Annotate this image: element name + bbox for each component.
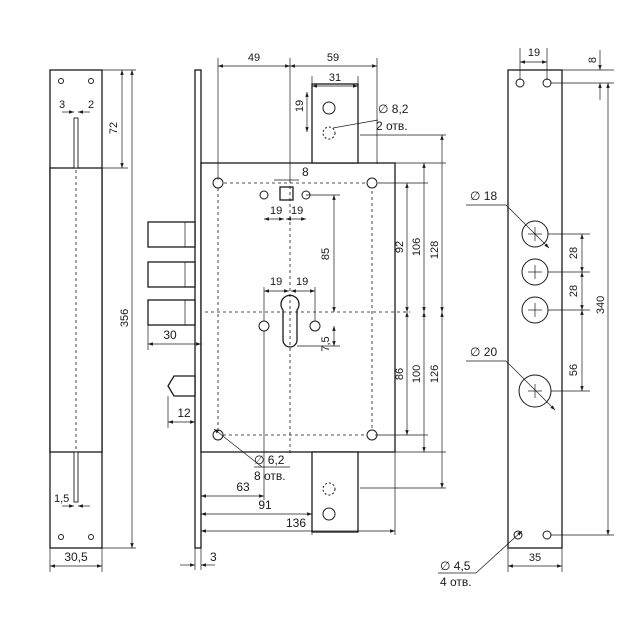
dim-30: 30 (163, 328, 177, 342)
dim-28a: 28 (568, 247, 580, 259)
dim-19-top: 19 (294, 100, 306, 112)
bottom-tab (311, 451, 359, 533)
dim-136: 136 (286, 516, 306, 530)
screw-hole (88, 78, 94, 84)
tab-hole (322, 126, 336, 140)
latch-bolt (167, 375, 196, 397)
strike-plate-view: 19 8 340 28 28 56 ∅ 18 ∅ 20 ∅ 4,5 4 отв. (438, 47, 614, 589)
dim-2: 2 (88, 99, 94, 111)
dim-91: 91 (258, 498, 272, 512)
dim-128: 128 (429, 241, 441, 259)
tab-hole (322, 101, 336, 115)
faceplate-slot-top (73, 117, 79, 169)
dim-28b: 28 (568, 285, 580, 297)
dim-126: 126 (429, 365, 441, 383)
dim-19a: 19 (270, 205, 282, 217)
screw-hole (58, 534, 64, 540)
hole-count-label: 2 отв. (376, 119, 408, 133)
dim-356: 356 (119, 309, 131, 327)
hole-diam-label: ∅ 8,2 (378, 102, 409, 116)
dim-59: 59 (327, 52, 339, 64)
lock-body-view: 49 59 31 19 ∅ 8,2 2 отв. 8 19 19 85 19 1… (147, 52, 446, 570)
dim-31: 31 (329, 72, 341, 84)
faceplate-slot-bottom (73, 451, 79, 503)
mount-hole-count: 8 отв. (254, 469, 286, 483)
dim-106: 106 (411, 238, 423, 256)
top-tab (311, 83, 359, 164)
dim-340: 340 (595, 296, 607, 314)
dim-19-right: 19 (528, 47, 540, 59)
diam-20-label: ∅ 20 (470, 345, 497, 359)
dim-1-5: 1,5 (54, 493, 69, 505)
dim-35: 35 (529, 552, 541, 564)
dim-86: 86 (394, 368, 406, 380)
front-strip (194, 69, 202, 549)
screw-diam-label: ∅ 4,5 (440, 559, 471, 573)
dim-3-bottom: 3 (210, 550, 217, 564)
dim-7-5: 7,5 (320, 336, 332, 351)
spindle-square (279, 186, 294, 201)
dim-49: 49 (248, 52, 260, 64)
strike-plate (507, 69, 563, 549)
screw-hole (88, 534, 94, 540)
dim-3: 3 (59, 99, 65, 111)
dim-19d: 19 (296, 276, 308, 288)
dim-92: 92 (394, 241, 406, 253)
dim-12: 12 (177, 406, 191, 420)
dim-8-right: 8 (587, 57, 599, 63)
deadbolt-2 (147, 261, 196, 288)
dim-19b: 19 (291, 205, 303, 217)
screw-count-label: 4 отв. (440, 575, 472, 589)
dim-85: 85 (320, 248, 332, 260)
mount-hole-pattern (217, 182, 373, 436)
dim-100: 100 (411, 365, 423, 383)
deadbolt-3 (147, 299, 196, 326)
dim-19c: 19 (270, 276, 282, 288)
diam-18-label: ∅ 18 (470, 189, 497, 203)
left-faceplate-view: 72 356 3 2 1,5 30,5 (49, 69, 136, 572)
dim-30-5: 30,5 (64, 550, 88, 564)
cylinder-cutout (280, 294, 300, 348)
tab-hole (322, 507, 336, 521)
dim-56: 56 (568, 364, 580, 376)
dim-8: 8 (302, 165, 309, 179)
mount-hole-diam: ∅ 6,2 (254, 453, 285, 467)
deadbolt-1 (147, 221, 196, 248)
dim-63: 63 (236, 480, 250, 494)
screw-hole (58, 78, 64, 84)
tab-hole (322, 482, 336, 496)
dim-72: 72 (108, 122, 120, 134)
